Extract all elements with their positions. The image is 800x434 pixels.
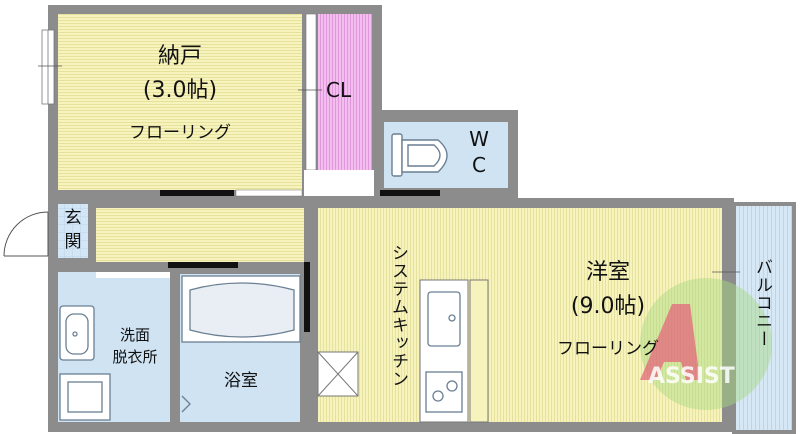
entrance-label-1: 玄 xyxy=(64,208,82,228)
storage-room xyxy=(58,14,302,190)
kitchen-label: システムキッチン xyxy=(388,244,408,388)
entrance-label: 玄 関 xyxy=(60,206,86,254)
washroom-label: 洗面 脱衣所 xyxy=(100,324,170,368)
entrance-door-icon xyxy=(3,211,49,257)
closet-label: CL xyxy=(326,78,352,102)
western-room-floor: フローリング xyxy=(557,339,659,359)
western-room-size: (9.0帖) xyxy=(570,294,646,319)
fridge-space xyxy=(317,351,359,397)
bath-label: 浴室 xyxy=(224,371,258,391)
storage-room-name: 納戸 xyxy=(157,44,202,69)
balcony-label: バルコニー xyxy=(752,258,772,348)
wc-label: W C xyxy=(462,126,496,178)
western-room xyxy=(318,208,722,422)
western-room-label: 洋室 (9.0帖) xyxy=(538,256,678,324)
washroom-label-2: 脱衣所 xyxy=(112,348,158,366)
toilet-icon xyxy=(391,133,448,177)
entrance-label-2: 関 xyxy=(64,232,82,252)
bathtub-icon xyxy=(181,275,301,343)
washing-machine-icon xyxy=(59,373,111,421)
washroom-label-1: 洗面 xyxy=(119,326,150,344)
wc-label-c: C xyxy=(472,153,486,177)
western-room-name: 洋室 xyxy=(585,260,630,285)
wc-label-w: W xyxy=(469,127,489,151)
assist-logo xyxy=(640,278,772,410)
storage-room-size: (3.0帖) xyxy=(142,78,218,103)
storage-room-floor: フローリング xyxy=(129,123,231,143)
entrance-tiles xyxy=(58,204,88,258)
closet-floor xyxy=(318,14,372,170)
kitchen-sink-icon xyxy=(427,291,461,347)
balcony-floor xyxy=(732,202,796,434)
storage-room-label: 納戸 (3.0帖) xyxy=(110,40,250,108)
stove-icon xyxy=(425,371,463,413)
sink-icon xyxy=(59,305,95,361)
assist-logo-text: ASSIST xyxy=(648,364,735,389)
corridor xyxy=(96,208,304,262)
